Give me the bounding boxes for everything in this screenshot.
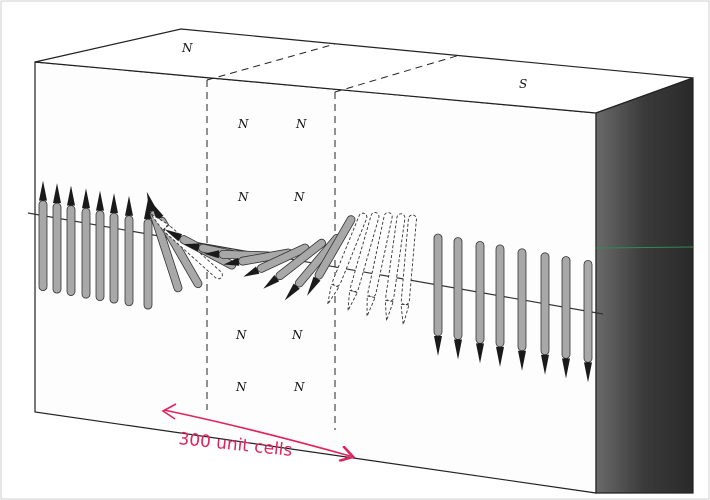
spin-needle xyxy=(263,238,326,289)
right-face xyxy=(595,77,694,494)
spin-needle xyxy=(366,212,393,317)
wall-n-label-3b: N xyxy=(291,328,303,342)
annotation-arrow-head-left xyxy=(161,403,177,420)
spin-needle xyxy=(583,259,593,383)
spin-needle xyxy=(540,252,550,375)
spin-needle xyxy=(475,240,485,364)
wall-n-label-2b: N xyxy=(293,190,305,204)
spin-needle xyxy=(243,243,310,277)
wall-n-label-4a: N xyxy=(235,380,247,394)
wall-n-label-4b: N xyxy=(293,380,305,394)
spin-needle xyxy=(561,256,571,379)
spin-needle xyxy=(400,214,417,325)
spin-needle xyxy=(38,180,48,292)
wall-n-label-1b: N xyxy=(295,117,307,131)
spin-needles xyxy=(38,180,593,383)
wall-n-label-1a: N xyxy=(237,117,249,131)
domain-wall-boundaries xyxy=(206,43,461,430)
region-s-label: S xyxy=(519,77,527,91)
wall-n-label-2a: N xyxy=(237,190,249,204)
spin-needle xyxy=(52,183,62,294)
spin-needle xyxy=(453,237,463,360)
spin-needle xyxy=(517,248,527,371)
spin-needle xyxy=(95,190,105,302)
green-reference-line xyxy=(595,246,694,249)
top-face-n-label: N xyxy=(181,41,193,55)
spin-needle xyxy=(66,185,76,296)
spin-needle xyxy=(81,188,91,299)
annotation-arrow xyxy=(163,409,350,456)
spin-needle xyxy=(495,244,505,367)
spin-needle xyxy=(327,212,368,305)
spin-needle xyxy=(307,215,356,296)
spin-needle xyxy=(124,195,134,307)
spin-needle xyxy=(109,193,119,304)
spin-needle xyxy=(433,233,443,357)
spin-needle xyxy=(384,213,406,321)
spin-needle xyxy=(347,212,380,311)
wall-n-label-3a: N xyxy=(235,328,247,342)
